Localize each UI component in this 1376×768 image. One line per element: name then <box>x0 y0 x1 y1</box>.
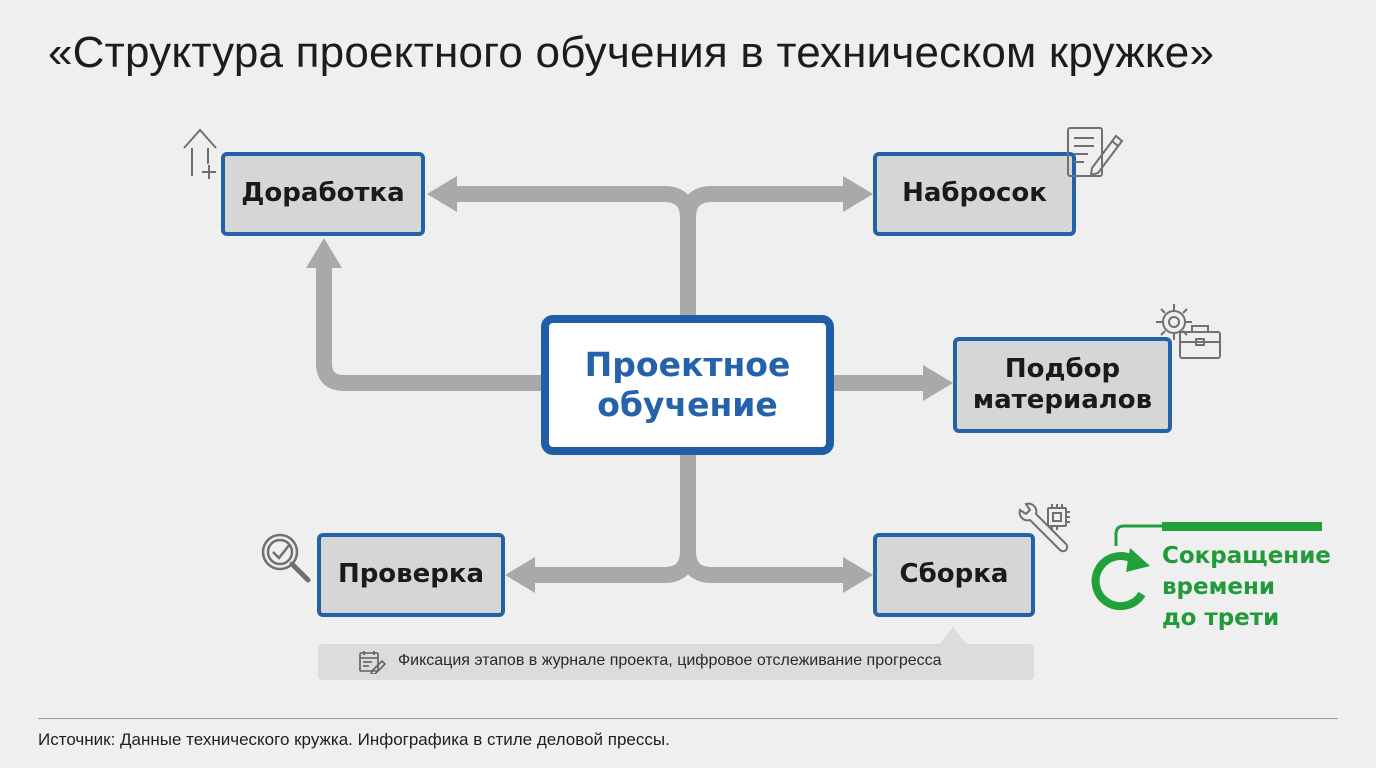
arrowhead-to-podbor <box>923 365 953 401</box>
node-podbor-label-line2: материалов <box>972 385 1153 415</box>
connector-bottom-trunk <box>535 455 696 583</box>
callout-line1: Сокращение <box>1162 543 1331 569</box>
callout-line3: до трети <box>1162 605 1280 631</box>
arrowhead-to-sborka <box>843 557 873 593</box>
callout-text: Сокращение времени до трети <box>1162 541 1331 634</box>
arrowhead-up-dorabotka <box>306 238 342 268</box>
node-podbor-label-line1: Подбор <box>1004 353 1121 384</box>
center-label-line2: обучение <box>597 385 778 424</box>
document-pencil-icon <box>1067 127 1124 177</box>
arrowhead-to-nabrosok <box>843 176 873 212</box>
connector-top-trunk <box>455 186 696 318</box>
node-podbor: Подбор материалов <box>953 337 1172 433</box>
gear-toolbox-icon <box>1156 304 1221 359</box>
node-proverka: Проверка <box>317 533 505 617</box>
connector-left <box>316 266 541 391</box>
node-nabrosok: Набросок <box>873 152 1076 236</box>
node-proverka-label: Проверка <box>337 559 485 590</box>
footer-divider <box>38 718 1338 719</box>
node-nabrosok-label: Набросок <box>902 178 1047 209</box>
callout-line2: времени <box>1162 574 1276 600</box>
connector-top-right <box>680 186 845 219</box>
arrowhead-to-proverka <box>505 557 535 593</box>
center-node: Проектное обучение <box>541 315 834 455</box>
source-note: Источник: Данные технического кружка. Ин… <box>38 730 670 749</box>
node-sborka: Сборка <box>873 533 1035 617</box>
note-pointer <box>939 627 967 645</box>
magnifier-check-icon <box>261 533 311 583</box>
connector-bottom-right <box>680 550 845 583</box>
calendar-edit-icon <box>359 651 386 674</box>
node-dorabotka: Доработка <box>221 152 425 236</box>
page-title: «Структура проектного обучения в техниче… <box>48 28 1215 77</box>
arrowhead-to-dorabotka <box>427 176 457 212</box>
cycle-arrow-icon <box>1091 524 1162 611</box>
note-text: Фиксация этапов в журнале проекта, цифро… <box>398 652 942 669</box>
node-dorabotka-label: Доработка <box>241 178 405 209</box>
node-sborka-label: Сборка <box>899 559 1009 590</box>
upgrade-arrow-icon <box>183 128 217 179</box>
center-label-line1: Проектное <box>584 345 791 385</box>
note-bar: Фиксация этапов в журнале проекта, цифро… <box>318 644 1034 680</box>
callout-bar <box>1162 522 1322 531</box>
wrench-chip-icon <box>1018 502 1070 553</box>
